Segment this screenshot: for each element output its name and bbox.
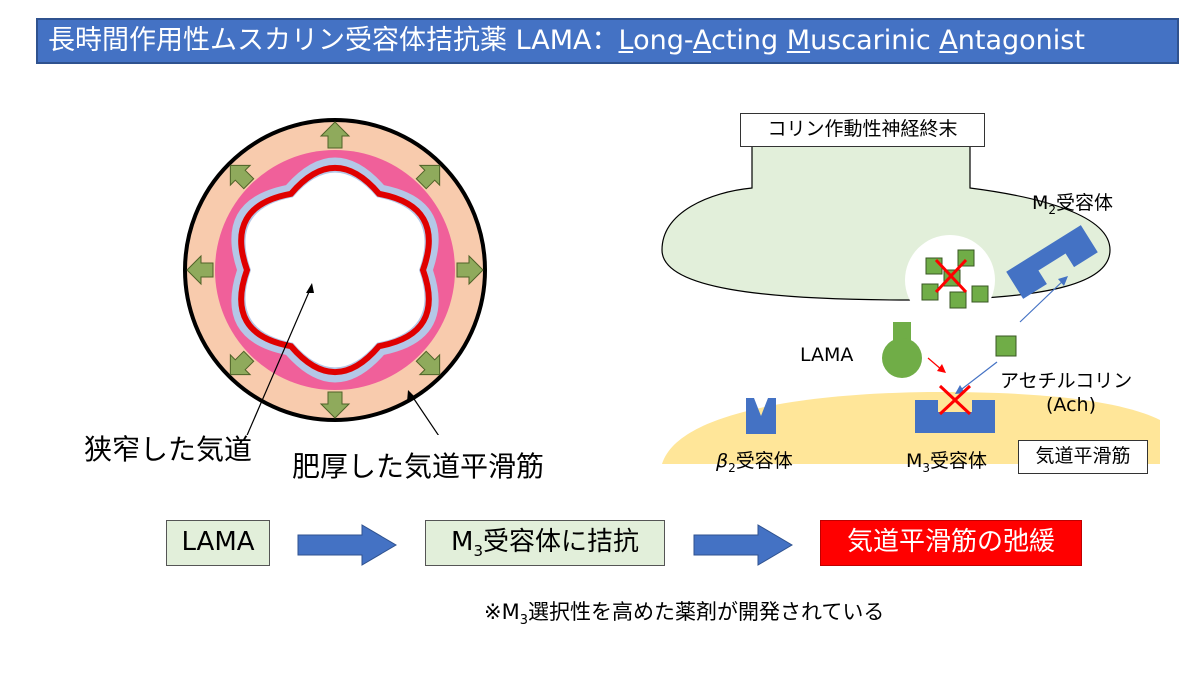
title-segment: A <box>692 25 711 56</box>
lama-label: LAMA <box>800 344 854 366</box>
expansion-arrow <box>415 164 441 190</box>
muscle-pointer-line <box>409 392 439 435</box>
expansion-arrow <box>319 391 351 419</box>
slide-title: 長時間作用性ムスカリン受容体拮抗薬 LAMA：Long-Acting Musca… <box>36 18 1179 64</box>
title-segment: M <box>786 25 811 56</box>
nerve-terminal-label: コリン作動性神経終末 <box>740 113 985 147</box>
smooth-muscle-label: 気道平滑筋 <box>1018 440 1148 474</box>
lama-molecule <box>882 322 922 378</box>
narrowed-airway-label: 狭窄した気道 <box>84 433 253 466</box>
expansion-arrow <box>229 164 255 190</box>
ach-molecule <box>971 285 989 303</box>
title-segment: 長時間作用性ムスカリン受容体拮抗薬 LAMA： <box>48 25 619 56</box>
title-segment: uscarinic <box>810 25 940 56</box>
expansion-arrow <box>319 121 351 149</box>
m2-receptor <box>1006 225 1098 299</box>
thickened-muscle-edge <box>238 165 432 375</box>
lumen-pointer-line <box>246 284 313 435</box>
expansion-arrow <box>229 350 255 376</box>
ach-molecule <box>949 291 967 309</box>
ach-to-m2-arrow <box>1019 277 1067 323</box>
airway-lumen <box>245 172 425 368</box>
ach-molecule <box>921 283 939 301</box>
free-ach-molecule <box>995 335 1017 357</box>
ach-label-line2: (Ach) <box>1046 394 1096 416</box>
flow-step-lama: LAMA <box>166 520 270 566</box>
m3-blocked-mark <box>938 384 972 416</box>
expansion-arrow <box>415 350 441 376</box>
title-segment: ong- <box>633 25 693 56</box>
flow-step-muscle-relaxation: 気道平滑筋の弛緩 <box>820 520 1082 566</box>
lumen-pointer-head <box>306 283 314 293</box>
ach-to-m3-arrow <box>957 361 998 393</box>
lama-to-m3-arrowhead <box>937 364 946 373</box>
ach-molecule <box>957 249 975 267</box>
beta2-receptor <box>746 398 776 434</box>
airway-cross-section <box>183 118 487 435</box>
muscle-pointer-head <box>407 390 415 402</box>
ach-label-line1: アセチルコリン <box>1000 370 1133 392</box>
m3-receptor <box>915 400 995 433</box>
release-blocked-mark <box>934 258 968 294</box>
footnote: ※M3選択性を高めた薬剤が開発されている <box>484 600 885 629</box>
expansion-arrow <box>186 254 214 286</box>
title-segment: L <box>618 25 634 56</box>
title-segment: cting <box>710 25 787 56</box>
title-segment: A <box>939 25 958 56</box>
m2-receptor-label: M2受容体 <box>1032 192 1114 217</box>
title-segment: ntagonist <box>957 25 1085 56</box>
synapse-diagram <box>661 120 1160 464</box>
flow-arrow-1 <box>297 524 397 566</box>
m3-receptor-label: M3受容体 <box>906 450 988 475</box>
thickened-muscle-label: 肥厚した気道平滑筋 <box>292 450 545 483</box>
beta2-receptor-label: β2受容体 <box>716 450 793 475</box>
expansion-arrows <box>186 121 484 419</box>
expansion-arrow <box>456 254 484 286</box>
flow-step-m3-antagonism: M3受容体に拮抗 <box>425 520 665 566</box>
flow-arrow-2 <box>693 524 793 566</box>
ach-to-m2-arrowhead <box>1058 276 1068 286</box>
